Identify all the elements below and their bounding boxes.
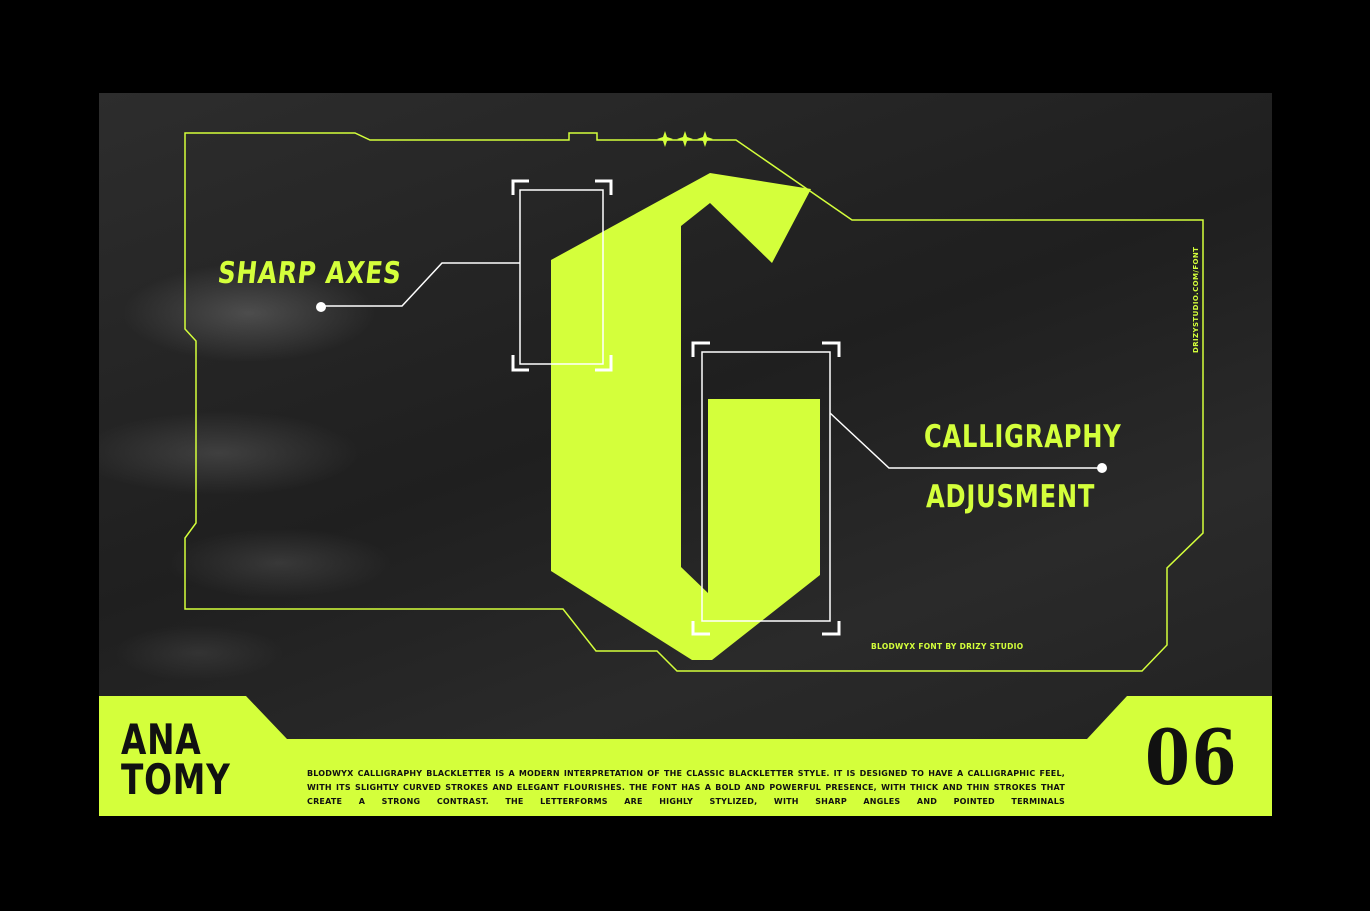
hud-frame-outline [184,132,1204,672]
label-sharp-axes: SHARP AXES [215,256,404,291]
anatomy-line-2: TOMY [121,755,231,804]
leader-line-calligraphy [829,412,1107,473]
bottom-bar-shape [99,696,1272,816]
poster-artwork [99,131,1272,816]
url-text: DRIZYSTUDIO.COM/FONT [1192,246,1200,353]
anatomy-title: ANA TOMY [121,715,231,804]
three-star-ornament-icon [657,131,713,147]
leader-line-sharp-axes [316,262,520,312]
label-calligraphy: CALLIGRAPHY [924,419,1122,455]
description-text: BLODWYX CALLIGRAPHY BLACKLETTER IS A MOD… [307,769,1065,806]
page-number: 06 [1145,713,1239,802]
credit-text: BLODWYX FONT BY DRIZY STUDIO [871,642,1024,651]
letter-g-glyph-icon [551,173,820,660]
label-adjustment: ADJUSMENT [926,479,1096,515]
poster: SHARP AXES CALLIGRAPHY ADJUSMENT BLODWYX… [99,93,1272,816]
annotation-box-sharp-axes [511,179,613,372]
annotation-box-calligraphy [691,341,841,636]
anatomy-line-1: ANA [121,715,202,764]
